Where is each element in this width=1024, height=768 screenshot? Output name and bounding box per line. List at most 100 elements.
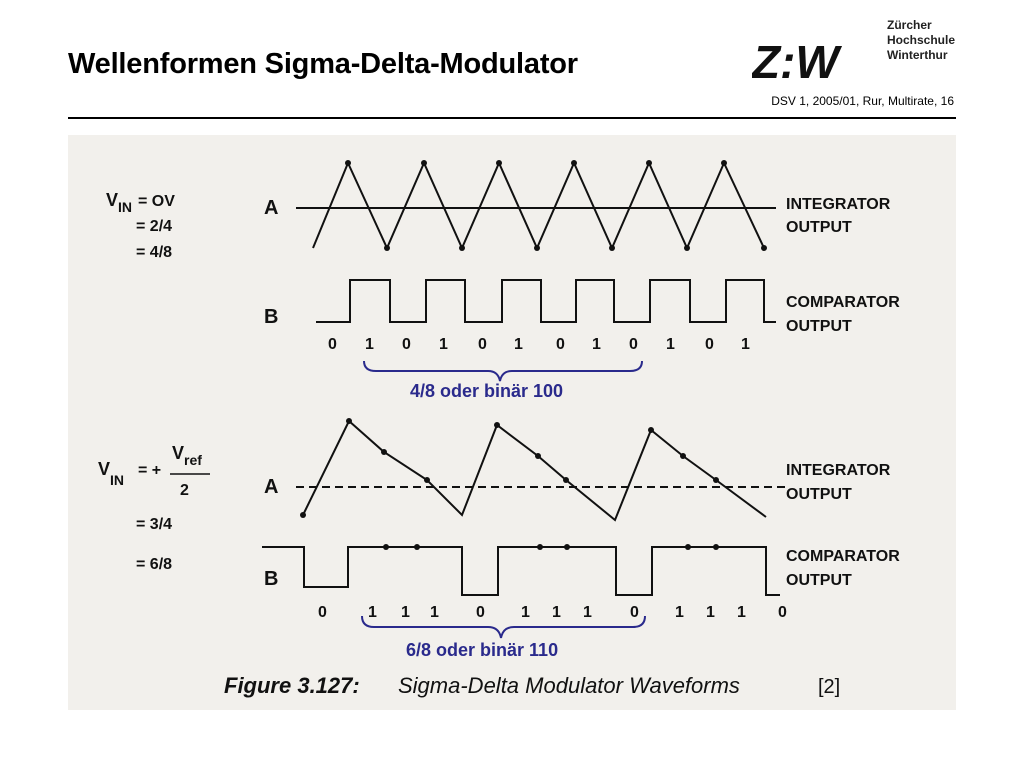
bottom-bit: 0 xyxy=(778,604,787,621)
bottom-brace xyxy=(361,615,646,639)
bottom-vref-subscript: ref xyxy=(184,452,202,468)
top-bit: 0 xyxy=(478,336,487,353)
top-brace xyxy=(363,360,643,382)
bottom-bit: 0 xyxy=(476,604,485,621)
wave-dot xyxy=(414,544,420,550)
vertex-dot xyxy=(646,160,652,166)
bottom-comparator-label-2: OUTPUT xyxy=(786,572,852,589)
bottom-bit: 1 xyxy=(737,604,746,621)
top-bit: 0 xyxy=(402,336,411,353)
header-divider xyxy=(68,117,956,119)
vertex-dot xyxy=(721,160,727,166)
bottom-bit: 0 xyxy=(318,604,327,621)
bottom-bit: 1 xyxy=(675,604,684,621)
top-vin-subscript: IN xyxy=(118,199,132,215)
bottom-label-b: B xyxy=(264,568,278,590)
top-brace-label: 4/8 oder binär 100 xyxy=(410,381,563,401)
top-label-a: A xyxy=(264,197,278,219)
bottom-vin-subscript: IN xyxy=(110,472,124,488)
wave-dot xyxy=(713,544,719,550)
top-bit: 0 xyxy=(629,336,638,353)
institution-line-1: Zürcher xyxy=(887,18,932,32)
top-vin-label: V xyxy=(106,190,118,210)
top-integrator-label-2: OUTPUT xyxy=(786,219,852,236)
slide-reference: DSV 1, 2005/01, Rur, Multirate, 16 xyxy=(771,94,954,108)
zhw-logo: Z:W xyxy=(752,40,842,84)
wave-dot xyxy=(300,512,306,518)
wave-dot xyxy=(535,453,541,459)
wave-dot xyxy=(424,477,430,483)
top-vin-equation: = OV xyxy=(138,193,175,210)
top-equation-2: = 4/8 xyxy=(136,244,172,261)
top-bit: 1 xyxy=(592,336,601,353)
bottom-bit: 1 xyxy=(583,604,592,621)
bottom-integrator-label-2: OUTPUT xyxy=(786,486,852,503)
top-bit: 0 xyxy=(556,336,565,353)
wave-dot xyxy=(383,544,389,550)
bottom-integrator-label-1: INTEGRATOR xyxy=(786,462,891,479)
wave-dot xyxy=(680,453,686,459)
wave-dot xyxy=(685,544,691,550)
waveform-figure: V IN = OV = 2/4 = 4/8 A B INTEGRATOR OUT… xyxy=(68,135,956,710)
bottom-equation-2: = 6/8 xyxy=(136,556,172,573)
wave-dot xyxy=(494,422,500,428)
figure-reference: [2] xyxy=(818,676,840,698)
bottom-bit: 1 xyxy=(521,604,530,621)
top-integrator-triangle-wave xyxy=(312,160,765,251)
institution-name: Zürcher Hochschule Winterthur xyxy=(887,18,955,63)
top-integrator-label-1: INTEGRATOR xyxy=(786,196,891,213)
wave-dot xyxy=(381,449,387,455)
vertex-dot xyxy=(496,160,502,166)
bottom-wave-dots xyxy=(300,418,719,550)
institution-line-2: Hochschule xyxy=(887,33,956,47)
wave-dot xyxy=(564,544,570,550)
top-bit: 0 xyxy=(705,336,714,353)
bottom-label-a: A xyxy=(264,476,278,498)
vertex-dot xyxy=(534,245,540,251)
vertex-dot xyxy=(609,245,615,251)
bottom-equation-1: = 3/4 xyxy=(136,516,172,533)
bottom-vin-equation: = + xyxy=(138,462,161,479)
bottom-comparator-label-1: COMPARATOR xyxy=(786,548,900,565)
top-bit: 1 xyxy=(514,336,523,353)
wave-dot xyxy=(537,544,543,550)
vertex-dot xyxy=(384,245,390,251)
bottom-bit: 1 xyxy=(552,604,561,621)
wave-dot xyxy=(648,427,654,433)
bottom-bit: 1 xyxy=(368,604,377,621)
bottom-bit: 0 xyxy=(630,604,639,621)
wave-dot xyxy=(713,477,719,483)
slide-title: Wellenformen Sigma-Delta-Modulator xyxy=(68,48,578,80)
vertex-dot xyxy=(761,245,767,251)
vertex-dot xyxy=(345,160,351,166)
wave-dot xyxy=(346,418,352,424)
bottom-vin-label: V xyxy=(98,459,110,479)
wave-dot xyxy=(563,477,569,483)
top-label-b: B xyxy=(264,306,278,328)
vertex-dot xyxy=(571,160,577,166)
top-bit: 1 xyxy=(741,336,750,353)
bottom-bit: 1 xyxy=(430,604,439,621)
bottom-brace-label: 6/8 oder binär 110 xyxy=(406,640,558,660)
top-comparator-label-2: OUTPUT xyxy=(786,318,852,335)
top-equation-1: = 2/4 xyxy=(136,218,172,235)
figure-caption-label: Figure 3.127: xyxy=(224,673,360,698)
waveform-diagram: V IN = OV = 2/4 = 4/8 A B INTEGRATOR OUT… xyxy=(98,160,900,698)
vertex-dot xyxy=(421,160,427,166)
top-bit: 1 xyxy=(365,336,374,353)
bottom-denominator: 2 xyxy=(180,482,189,499)
top-comparator-square-wave xyxy=(316,279,776,323)
institution-line-3: Winterthur xyxy=(887,48,948,62)
figure-caption-text: Sigma-Delta Modulator Waveforms xyxy=(398,673,740,698)
svg-text:Z:W: Z:W xyxy=(752,40,842,84)
vertex-dot xyxy=(684,245,690,251)
top-comparator-label-1: COMPARATOR xyxy=(786,294,900,311)
top-bit: 0 xyxy=(328,336,337,353)
top-bit: 1 xyxy=(439,336,448,353)
bottom-vref-label: V xyxy=(172,443,184,463)
bottom-comparator-wave xyxy=(262,546,780,596)
bottom-bit: 1 xyxy=(401,604,410,621)
bottom-bit: 1 xyxy=(706,604,715,621)
top-triangle-vertex-dots xyxy=(345,160,767,251)
vertex-dot xyxy=(459,245,465,251)
